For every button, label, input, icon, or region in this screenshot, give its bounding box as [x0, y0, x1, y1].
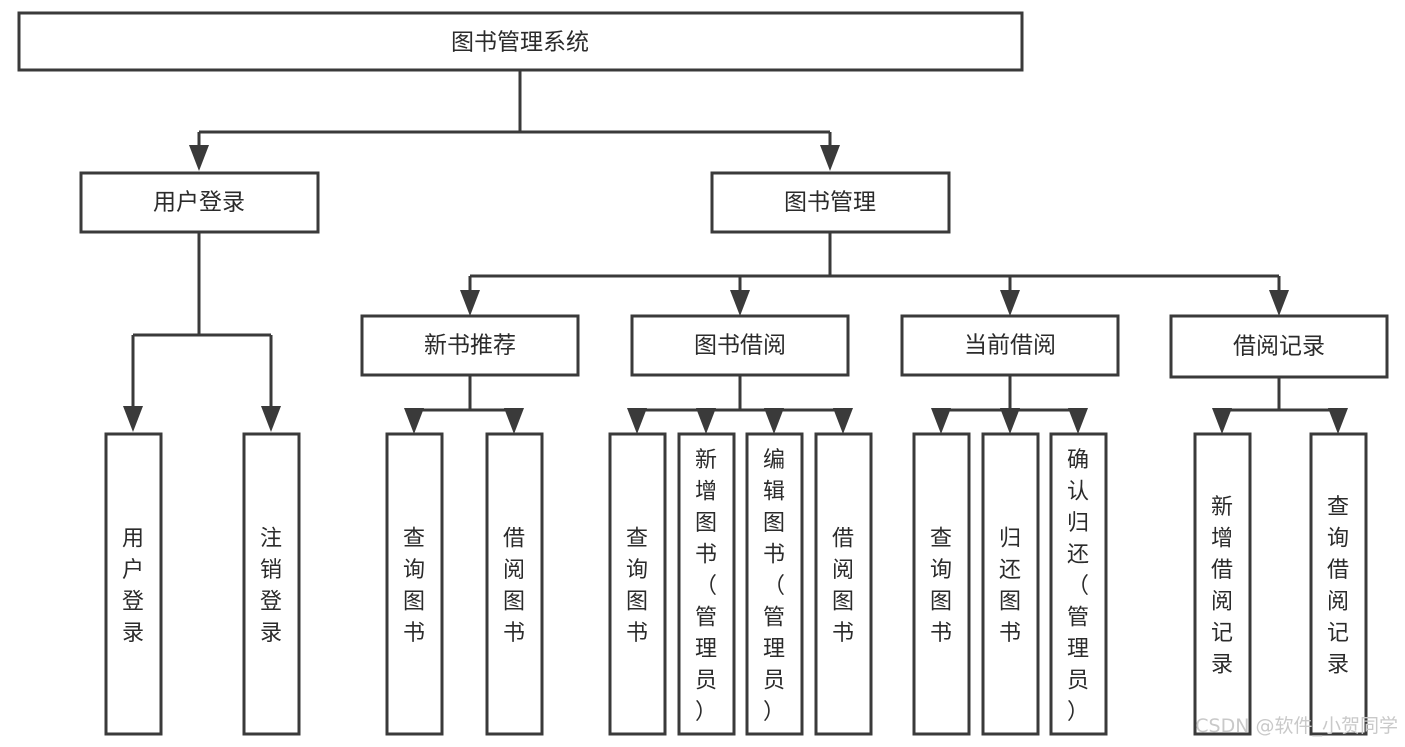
arrow-to-borrow-record [1269, 290, 1289, 316]
node-leaf-query-book-1-label: 查询图书 [403, 527, 425, 647]
arrow-to-user-login [189, 145, 209, 171]
node-book-management-box[interactable] [710, 171, 951, 234]
node-leaf-add-record-label: 新增借阅记录 [1211, 495, 1233, 678]
node-leaf-borrow-book-2-box[interactable] [814, 432, 873, 736]
node-leaf-query-record-label: 查询借阅记录 [1327, 495, 1349, 678]
node-leaf-query-book-1-box[interactable] [385, 432, 444, 736]
node-leaf-edit-book-box[interactable] [745, 432, 804, 736]
arrow-to-leaf-add-book [696, 408, 716, 434]
node-leaf-edit-book[interactable]: 编辑图书（管理员） [745, 432, 804, 736]
node-book-borrow-label: 图书借阅 [694, 333, 786, 359]
node-leaf-query-record[interactable]: 查询借阅记录 [1309, 432, 1368, 736]
arrow-to-book-borrow [730, 290, 750, 316]
node-borrow-record-box[interactable] [1169, 314, 1389, 379]
node-leaf-query-book-3-box[interactable] [912, 432, 971, 736]
node-leaf-add-book-label: 新增图书（管理员） [695, 448, 717, 725]
node-leaf-user-login-label: 用户登录 [122, 527, 144, 647]
arrow-to-leaf-user-login [123, 406, 143, 432]
node-leaf-logout-box[interactable] [242, 432, 301, 736]
node-leaf-query-book-1[interactable]: 查询图书 [385, 432, 444, 736]
node-leaf-add-book-box[interactable] [677, 432, 736, 736]
node-leaf-query-book-2-box[interactable] [608, 432, 667, 736]
node-new-book-recommend[interactable]: 新书推荐 [360, 314, 580, 377]
arrow-to-leaf-logout [261, 406, 281, 432]
node-new-book-recommend-label: 新书推荐 [424, 333, 516, 359]
node-leaf-user-login[interactable]: 用户登录 [104, 432, 163, 736]
node-leaf-user-login-box[interactable] [104, 432, 163, 736]
arrow-to-leaf-borrow-book-2 [833, 408, 853, 434]
node-current-borrow[interactable]: 当前借阅 [900, 314, 1120, 377]
arrow-to-leaf-confirm-return [1068, 408, 1088, 434]
node-leaf-query-book-2-label: 查询图书 [626, 527, 648, 647]
arrow-to-leaf-borrow-book-1 [504, 408, 524, 434]
arrow-to-book-management [820, 145, 840, 171]
leaf-node-layer: 用户登录 注销登录 查询图书 借阅图书 查询图书 新增图书（管理员） [104, 432, 1368, 736]
arrow-to-leaf-query-record [1328, 408, 1348, 434]
connector-layer [123, 70, 1348, 434]
arrow-to-new-book-recommend [460, 290, 480, 316]
node-leaf-confirm-return[interactable]: 确认归还（管理员） [1049, 432, 1108, 736]
node-current-borrow-label: 当前借阅 [964, 333, 1056, 359]
node-book-management[interactable]: 图书管理 [710, 171, 951, 234]
csdn-watermark: CSDN @软件_小贺同学 [1195, 715, 1398, 737]
node-borrow-record-label: 借阅记录 [1233, 334, 1325, 360]
node-root[interactable]: 图书管理系统 [17, 11, 1024, 72]
node-user-login-label: 用户登录 [153, 190, 245, 216]
node-book-borrow-box[interactable] [630, 314, 850, 377]
node-leaf-edit-book-label: 编辑图书（管理员） [763, 448, 785, 725]
node-root-label: 图书管理系统 [451, 30, 589, 56]
node-user-login[interactable]: 用户登录 [79, 171, 320, 234]
node-leaf-confirm-return-label: 确认归还（管理员） [1067, 448, 1089, 725]
node-leaf-add-record-box[interactable] [1193, 432, 1252, 736]
node-leaf-add-record[interactable]: 新增借阅记录 [1193, 432, 1252, 736]
node-leaf-borrow-book-2[interactable]: 借阅图书 [814, 432, 873, 736]
node-leaf-borrow-book-1-box[interactable] [485, 432, 544, 736]
node-leaf-query-book-3-label: 查询图书 [930, 527, 952, 647]
arrow-to-current-borrow [1000, 290, 1020, 316]
arrow-to-leaf-return-book [1000, 408, 1020, 434]
node-book-borrow[interactable]: 图书借阅 [630, 314, 850, 377]
arrow-to-leaf-query-book-3 [931, 408, 951, 434]
node-borrow-record[interactable]: 借阅记录 [1169, 314, 1389, 379]
node-leaf-return-book-label: 归还图书 [999, 527, 1021, 647]
node-book-management-label: 图书管理 [784, 190, 876, 216]
node-leaf-add-book[interactable]: 新增图书（管理员） [677, 432, 736, 736]
node-leaf-borrow-book-2-label: 借阅图书 [832, 527, 854, 647]
node-leaf-query-record-box[interactable] [1309, 432, 1368, 736]
arrow-to-leaf-edit-book [764, 408, 784, 434]
arrow-to-leaf-query-book-1 [404, 408, 424, 434]
node-leaf-borrow-book-1-label: 借阅图书 [503, 527, 525, 647]
arrow-to-leaf-add-record [1212, 408, 1232, 434]
node-user-login-box[interactable] [79, 171, 320, 234]
node-leaf-query-book-3[interactable]: 查询图书 [912, 432, 971, 736]
node-current-borrow-box[interactable] [900, 314, 1120, 377]
arrow-to-leaf-query-book-2 [627, 408, 647, 434]
node-root-box[interactable] [17, 11, 1024, 72]
node-new-book-recommend-box[interactable] [360, 314, 580, 377]
node-leaf-logout-label: 注销登录 [260, 527, 282, 647]
node-leaf-confirm-return-box[interactable] [1049, 432, 1108, 736]
node-leaf-borrow-book-1[interactable]: 借阅图书 [485, 432, 544, 736]
node-leaf-query-book-2[interactable]: 查询图书 [608, 432, 667, 736]
node-leaf-return-book[interactable]: 归还图书 [981, 432, 1040, 736]
node-leaf-logout[interactable]: 注销登录 [242, 432, 301, 736]
node-leaf-return-book-box[interactable] [981, 432, 1040, 736]
